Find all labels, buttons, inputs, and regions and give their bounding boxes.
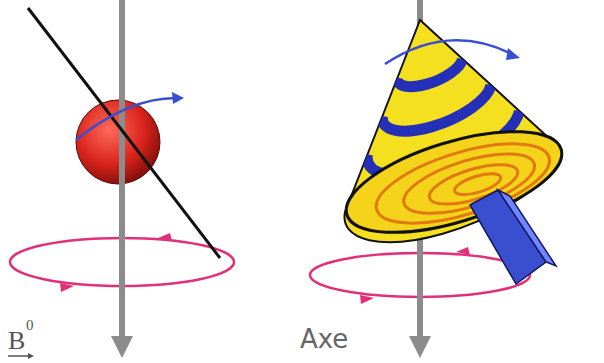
cone-stripe [382,85,491,131]
field-arrowhead [111,336,133,358]
spin-arrow [76,98,176,140]
spin-arrow [385,40,512,64]
orbit-arrowhead [456,247,470,255]
field-superscript: 0 [26,318,34,333]
axis-arrowhead [409,336,431,358]
spin-arrowhead [506,48,520,60]
field-symbol: B [8,328,25,354]
vector-arrow [8,355,30,357]
cone-base [335,111,573,253]
orbit-arrowhead [60,283,74,292]
top-precession [310,0,573,358]
cone-stripe [397,59,462,87]
spin-axis [28,8,220,258]
top-stem-side [498,190,556,266]
vector-arrowhead [28,353,34,359]
axis-label: Axe [300,326,348,352]
field-axis [119,0,125,340]
particle-precession [8,0,234,359]
spin-arrowhead [172,92,184,104]
orbit-arrowhead [360,295,374,304]
orbit-arrowhead [158,233,172,241]
